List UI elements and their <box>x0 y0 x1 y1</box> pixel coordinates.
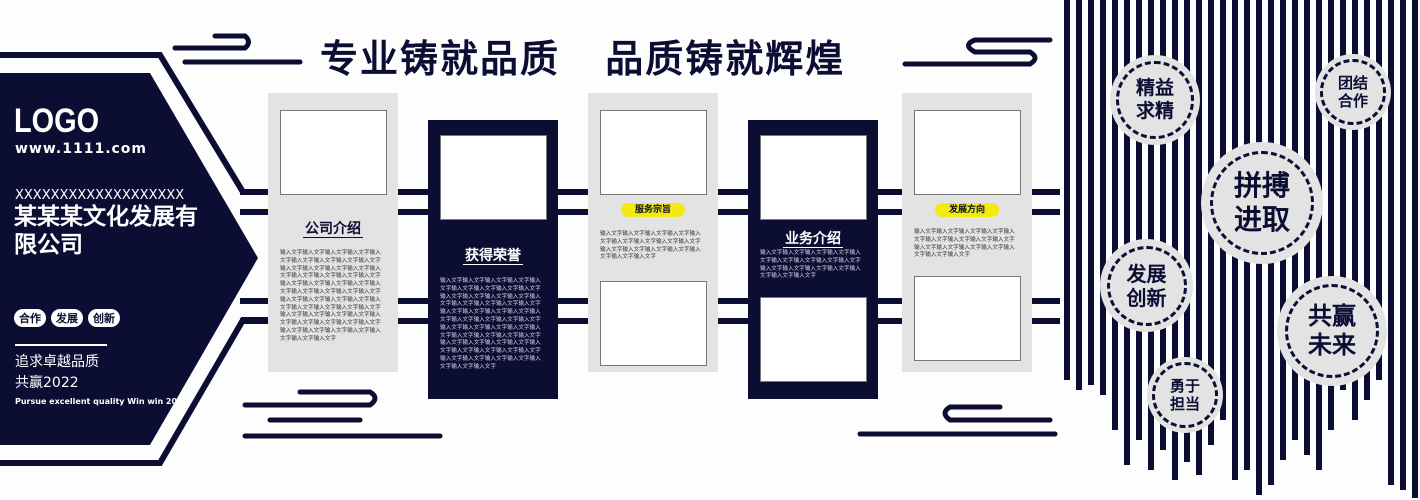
panel-company-intro: 公司介绍 输入文字输入文字输入文字输入文字输入文字输入文字输入文字输入文字输入文… <box>268 93 398 372</box>
panel-honors: 获得荣誉 输入文字输入文字输入文字输入文字输入文字输入文字输入文字输入文字输入文… <box>428 120 558 399</box>
divider <box>15 344 107 346</box>
tag: 创新 <box>88 309 120 327</box>
value-badge: 勇于担当 <box>1147 357 1223 433</box>
panel-title: 服务宗旨 <box>621 203 685 217</box>
logo: LOGO <box>14 102 100 140</box>
stripe <box>1352 0 1358 420</box>
value-text: 团结合作 <box>1337 74 1368 110</box>
photo-placeholder <box>914 110 1021 195</box>
value-text: 勇于担当 <box>1169 377 1200 413</box>
tag: 合作 <box>14 309 46 327</box>
stripe <box>1328 0 1334 430</box>
tag: 发展 <box>51 309 83 327</box>
panel-title: 发展方向 <box>935 203 999 217</box>
stripe <box>1124 0 1130 465</box>
stripe <box>1184 0 1190 462</box>
stripe <box>1064 0 1070 380</box>
panel-service-tenet: 服务宗旨 输入文字输入文字输入文字输入文字输入文字输入文字输入文字输入文字输入文… <box>588 93 718 372</box>
panel-title: 公司介绍 <box>303 221 363 238</box>
outline-line-top <box>0 52 270 195</box>
photo-placeholder <box>600 110 707 195</box>
panel-body: 输入文字输入文字输入文字输入文字输入文字输入文字输入文字输入文字输入文字输入文字… <box>600 231 701 261</box>
slogan: 追求卓越品质 共赢2022 <box>15 352 99 394</box>
stripe <box>1172 0 1178 480</box>
stripe <box>1400 0 1406 490</box>
slogan-english: Pursue excellent quality Win win 2022 <box>15 397 189 406</box>
value-badge: 团结合作 <box>1315 54 1391 130</box>
wave-ornament <box>172 33 1058 439</box>
value-text: 共赢未来 <box>1308 302 1356 359</box>
photo-placeholder <box>440 135 547 220</box>
value-badge: 精益求精 <box>1110 55 1200 145</box>
website-url: www.1111.com <box>15 141 148 157</box>
photo-placeholder <box>760 297 867 382</box>
stripe <box>1100 0 1106 395</box>
panel-development-direction: 发展方向 输入文字输入文字输入文字输入文字输入文字输入文字输入文字输入文字输入文… <box>902 93 1032 372</box>
photo-placeholder <box>280 110 387 195</box>
slogan-line: 追求卓越品质 <box>15 354 99 370</box>
photo-placeholder <box>600 281 707 366</box>
value-badge: 发展创新 <box>1100 239 1193 332</box>
stripe <box>1340 0 1346 390</box>
panel-body: 输入文字输入文字输入文字输入文字输入文字输入文字输入文字输入文字输入文字输入文字… <box>440 278 541 370</box>
stripe <box>1136 0 1142 440</box>
outline-line-bottom <box>0 317 270 466</box>
photo-placeholder <box>760 135 867 220</box>
panel-body: 输入文字输入文字输入文字输入文字输入文字输入文字输入文字输入文字输入文字输入文字… <box>280 250 381 342</box>
value-badge: 共赢未来 <box>1277 276 1387 386</box>
tag-list: 合作 发展 创新 <box>14 309 120 327</box>
value-badge: 拼搏进取 <box>1201 142 1323 264</box>
stripe <box>1088 0 1094 385</box>
stripe <box>1076 0 1082 390</box>
photo-placeholder <box>914 276 1021 361</box>
stripe <box>1148 0 1154 470</box>
value-text: 发展创新 <box>1126 261 1167 310</box>
panel-body: 输入文字输入文字输入文字输入文字输入文字输入文字输入文字输入文字输入文字输入文字… <box>914 229 1015 259</box>
stripe <box>1364 0 1370 400</box>
placeholder-line: XXXXXXXXXXXXXXXXXXX <box>15 188 185 203</box>
page-title: 专业铸就品质 品质铸就辉煌 <box>320 37 846 81</box>
panel-title: 业务介绍 <box>783 231 843 248</box>
slogan-line: 共赢2022 <box>15 375 79 391</box>
stripe <box>1376 0 1382 380</box>
stripe <box>1388 0 1394 485</box>
stripe <box>1196 0 1202 475</box>
stripe <box>1316 0 1322 470</box>
company-name: 某某某文化发展有限公司 <box>14 204 198 258</box>
panel-business-intro: 业务介绍 输入文字输入文字输入文字输入文字输入文字输入文字输入文字输入文字输入文… <box>748 120 878 399</box>
brand-arrow-panel <box>0 73 258 445</box>
panel-body: 输入文字输入文字输入文字输入文字输入文字输入文字输入文字输入文字输入文字输入文字… <box>760 250 861 280</box>
stripe <box>1412 0 1418 498</box>
panel-title: 获得荣誉 <box>463 248 523 265</box>
value-text: 精益求精 <box>1135 77 1174 122</box>
stripe <box>1112 0 1118 430</box>
value-text: 拼搏进取 <box>1233 169 1290 236</box>
stripe <box>1160 0 1166 450</box>
